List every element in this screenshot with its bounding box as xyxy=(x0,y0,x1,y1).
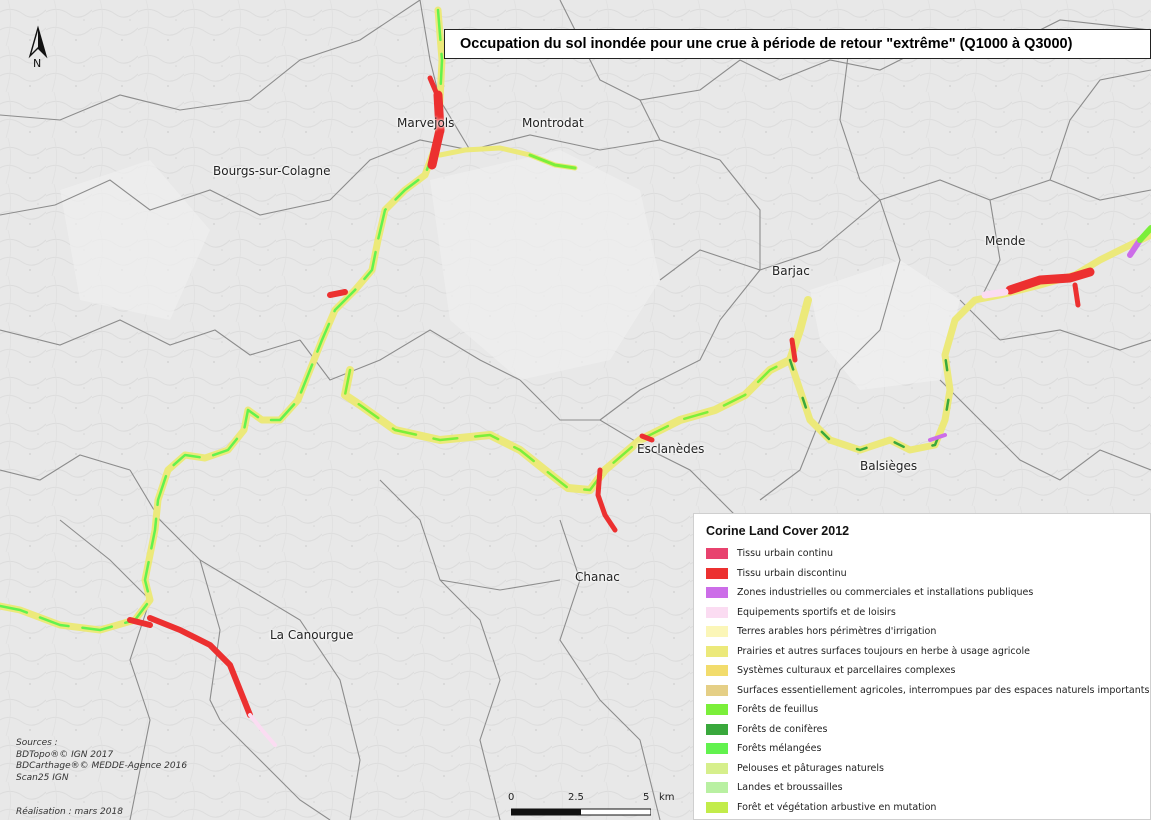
legend-swatch xyxy=(706,645,728,657)
scale-tick-0: 0 xyxy=(508,792,515,803)
legend-label: Forêt et végétation arbustive en mutatio… xyxy=(737,801,937,813)
legend-item: Prairies et autres surfaces toujours en … xyxy=(706,642,1150,662)
legend-swatch xyxy=(706,626,728,638)
legend-swatch xyxy=(706,684,728,696)
legend-label: Forêts de conifères xyxy=(737,723,828,735)
source-line: BDTopo®© IGN 2017 xyxy=(16,749,114,760)
place-label-barjac: Barjac xyxy=(772,264,810,278)
source-line: BDCarthage®© MEDDE-Agence 2016 xyxy=(16,761,188,771)
legend-swatch xyxy=(706,723,728,735)
sources-block: Sources : BDTopo®© IGN 2017 BDCarthage®©… xyxy=(16,738,187,784)
place-label-chanac: Chanac xyxy=(575,570,620,584)
flood-zones xyxy=(0,6,1151,747)
legend-item: Pelouses et pâturages naturels xyxy=(706,759,1150,779)
plateau-patch xyxy=(430,150,660,380)
scale-tick-5: 5 xyxy=(643,792,650,803)
legend-label: Forêts de feuillus xyxy=(737,704,819,716)
place-label-esclanedes: Esclanèdes xyxy=(637,442,705,456)
sources-heading: Sources : xyxy=(16,738,58,748)
legend-item: Zones industrielles ou commerciales et i… xyxy=(706,583,1150,603)
legend-item: Forêts de feuillus xyxy=(706,700,1150,720)
legend-label: Tissu urbain discontinu xyxy=(737,567,847,579)
legend-swatch xyxy=(706,548,728,560)
legend-label: Landes et broussailles xyxy=(737,782,843,794)
legend-panel: Corine Land Cover 2012 Tissu urbain cont… xyxy=(693,513,1151,820)
scale-unit: km xyxy=(659,792,675,803)
legend-item: Tissu urbain continu xyxy=(706,544,1150,564)
legend-swatch xyxy=(706,743,728,755)
legend-swatch xyxy=(706,665,728,677)
north-label: N xyxy=(33,57,42,70)
scale-tick-2-5: 2.5 xyxy=(568,792,584,803)
map-title-text: Occupation du sol inondée pour une crue … xyxy=(460,36,1073,52)
legend-title: Corine Land Cover 2012 xyxy=(706,524,850,538)
plateau-patch xyxy=(810,260,960,390)
place-label-mende: Mende xyxy=(985,234,1026,248)
plateau-patch xyxy=(60,160,210,320)
place-label-canourgue: La Canourgue xyxy=(270,628,354,642)
legend-item: Forêts de conifères xyxy=(706,720,1150,740)
legend-item: Surfaces essentiellement agricoles, inte… xyxy=(706,681,1150,701)
legend-label: Terres arables hors périmètres d'irrigat… xyxy=(737,626,937,638)
scale-bar-graphic xyxy=(511,808,651,816)
legend-swatch xyxy=(706,704,728,716)
legend-label: Tissu urbain continu xyxy=(737,548,834,560)
legend-item: Systèmes culturaux et parcellaires compl… xyxy=(706,661,1150,681)
legend-label: Pelouses et pâturages naturels xyxy=(737,762,884,774)
legend-swatch xyxy=(706,782,728,794)
legend-label: Surfaces essentiellement agricoles, inte… xyxy=(737,684,1150,696)
legend-swatch xyxy=(706,762,728,774)
legend-label: Prairies et autres surfaces toujours en … xyxy=(737,645,1030,657)
legend-swatch xyxy=(706,567,728,579)
north-arrow xyxy=(28,25,48,59)
legend-swatch xyxy=(706,587,728,599)
legend-item: Forêt et végétation arbustive en mutatio… xyxy=(706,798,1150,818)
legend-item: Forêts mélangées xyxy=(706,739,1150,759)
realisation-date: Réalisation : mars 2018 xyxy=(16,807,123,817)
place-label-balsieges: Balsièges xyxy=(860,459,918,473)
legend-swatch xyxy=(706,801,728,813)
legend-item: Equipements sportifs et de loisirs xyxy=(706,603,1150,623)
legend-label: Equipements sportifs et de loisirs xyxy=(737,606,896,618)
legend-label: Systèmes culturaux et parcellaires compl… xyxy=(737,665,956,677)
legend-label: Zones industrielles ou commerciales et i… xyxy=(737,587,1034,599)
place-label-bourgs: Bourgs-sur-Colagne xyxy=(213,164,331,178)
source-line: Scan25 IGN xyxy=(16,772,69,783)
scale-bar: 0 2.5 5 km xyxy=(505,792,695,820)
place-label-marvejols: Marvejols xyxy=(397,116,455,130)
legend-label: Forêts mélangées xyxy=(737,743,822,755)
place-label-montrodat: Montrodat xyxy=(522,116,584,130)
legend-item: Tissu urbain discontinu xyxy=(706,564,1150,584)
map-title: Occupation du sol inondée pour une crue … xyxy=(444,29,1151,59)
legend-item: Terres arables hors périmètres d'irrigat… xyxy=(706,622,1150,642)
legend-swatch xyxy=(706,606,728,618)
legend-item: Landes et broussailles xyxy=(706,778,1150,798)
